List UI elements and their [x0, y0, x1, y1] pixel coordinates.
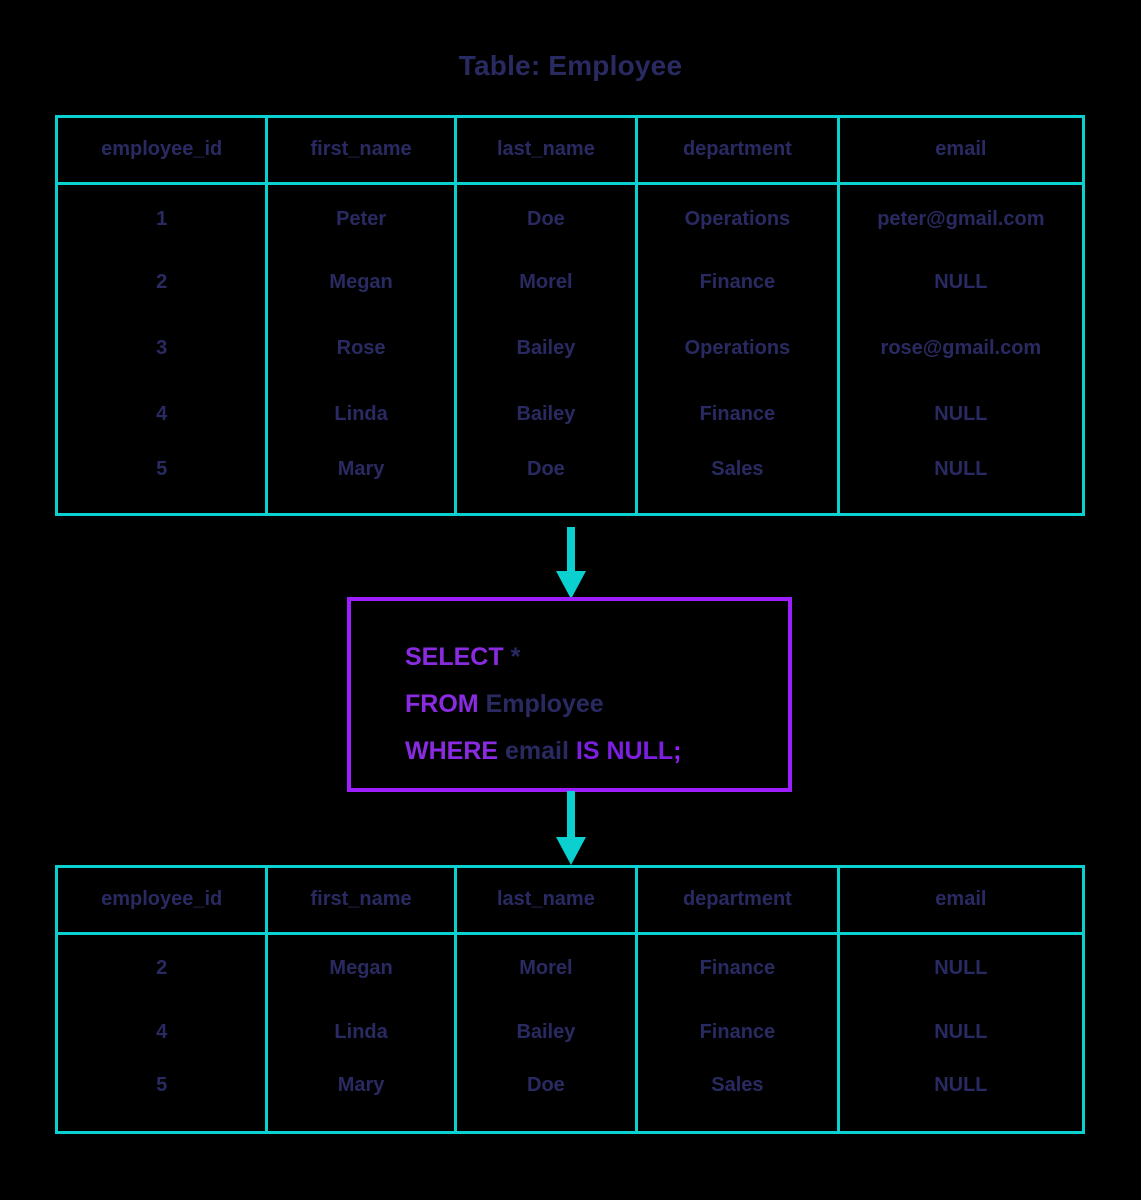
- column-header-first-name: first_name: [266, 118, 457, 185]
- cell-email: NULL: [934, 270, 988, 293]
- sql-line-3: WHERE email IS NULL;: [405, 728, 681, 775]
- column-header-last-name: last_name: [455, 868, 639, 935]
- cell-email: NULL: [934, 1074, 988, 1096]
- cell-first-name: Rose: [266, 315, 457, 381]
- cell-last-name: Doe: [455, 447, 639, 513]
- cell-email: NULL: [934, 1020, 988, 1043]
- table-row: 4 Linda Bailey Finance NULL: [58, 999, 1082, 1065]
- arrow-head: [556, 837, 586, 865]
- source-table: employee_id first_name last_name departm…: [55, 115, 1085, 516]
- cell-department: Finance: [636, 933, 840, 999]
- arrow-head: [556, 571, 586, 599]
- page-title: Table: Employee: [458, 50, 683, 81]
- cell-last-name: Morel: [455, 249, 639, 315]
- sql-star: *: [510, 643, 521, 671]
- cell-employee-id: 5: [58, 1065, 269, 1131]
- column-header-employee-id: employee_id: [58, 118, 269, 185]
- cell-employee-id: 4: [58, 999, 269, 1065]
- cell-email: NULL: [934, 402, 988, 425]
- cell-employee-id: 3: [58, 315, 269, 381]
- cell-first-name: Mary: [266, 447, 457, 513]
- cell-first-name: Peter: [266, 183, 457, 249]
- table-header-row: employee_id first_name last_name departm…: [58, 118, 1082, 185]
- table-row: 1 Peter Doe Operations peter@gmail.com: [58, 183, 1082, 249]
- column-header-first-name: first_name: [266, 868, 457, 935]
- sql-column-email: email: [505, 737, 569, 765]
- cell-department: Operations: [636, 315, 840, 381]
- result-table: employee_id first_name last_name departm…: [55, 865, 1085, 1134]
- cell-last-name: Bailey: [455, 999, 639, 1065]
- sql-keyword-select: SELECT: [405, 643, 504, 671]
- cell-email: peter@gmail.com: [877, 207, 1045, 230]
- cell-last-name: Doe: [455, 183, 639, 249]
- column-header-email: email: [838, 868, 1082, 935]
- column-header-department: department: [636, 868, 840, 935]
- table-row: 4 Linda Bailey Finance NULL: [58, 381, 1082, 447]
- cell-department: Sales: [636, 1065, 840, 1131]
- cell-last-name: Bailey: [455, 381, 639, 447]
- column-header-last-name: last_name: [455, 118, 639, 185]
- table-row: 5 Mary Doe Sales NULL: [58, 1065, 1082, 1131]
- column-header-employee-id: employee_id: [58, 868, 269, 935]
- cell-employee-id: 4: [58, 381, 269, 447]
- table-row: 2 Megan Morel Finance NULL: [58, 249, 1082, 315]
- cell-first-name: Linda: [266, 999, 457, 1065]
- sql-line-2: FROM Employee: [405, 681, 681, 728]
- sql-operator-is-null: IS NULL: [575, 737, 674, 765]
- cell-employee-id: 2: [58, 933, 269, 999]
- sql-keyword-where: WHERE: [405, 737, 499, 765]
- cell-department: Finance: [636, 381, 840, 447]
- sql-table-name: Employee: [485, 690, 604, 718]
- cell-first-name: Linda: [266, 381, 457, 447]
- cell-employee-id: 1: [58, 183, 269, 249]
- cell-last-name: Morel: [455, 933, 639, 999]
- cell-email: NULL: [934, 458, 988, 480]
- arrow-shaft: [567, 791, 575, 839]
- cell-first-name: Megan: [266, 933, 457, 999]
- arrow-down-icon: [556, 527, 586, 599]
- sql-line-1: SELECT *: [405, 634, 681, 681]
- column-header-email: email: [838, 118, 1082, 185]
- cell-first-name: Megan: [266, 249, 457, 315]
- cell-department: Operations: [636, 183, 840, 249]
- arrow-down-icon: [556, 791, 586, 865]
- cell-department: Sales: [636, 447, 840, 513]
- table-header-row: employee_id first_name last_name departm…: [58, 868, 1082, 935]
- cell-email: NULL: [934, 956, 988, 979]
- cell-email: rose@gmail.com: [880, 336, 1042, 359]
- arrow-shaft: [567, 527, 575, 573]
- sql-query-text: SELECT * FROM Employee WHERE email IS NU…: [405, 634, 681, 775]
- table-row: 3 Rose Bailey Operations rose@gmail.com: [58, 315, 1082, 381]
- cell-first-name: Mary: [266, 1065, 457, 1131]
- cell-employee-id: 5: [58, 447, 269, 513]
- sql-terminator: ;: [673, 737, 682, 765]
- sql-keyword-from: FROM: [405, 690, 479, 718]
- cell-department: Finance: [636, 999, 840, 1065]
- table-row: 2 Megan Morel Finance NULL: [58, 933, 1082, 999]
- column-header-department: department: [636, 118, 840, 185]
- cell-last-name: Doe: [455, 1065, 639, 1131]
- cell-department: Finance: [636, 249, 840, 315]
- sql-query-box: SELECT * FROM Employee WHERE email IS NU…: [347, 597, 792, 792]
- table-row: 5 Mary Doe Sales NULL: [58, 447, 1082, 513]
- cell-employee-id: 2: [58, 249, 269, 315]
- cell-last-name: Bailey: [455, 315, 639, 381]
